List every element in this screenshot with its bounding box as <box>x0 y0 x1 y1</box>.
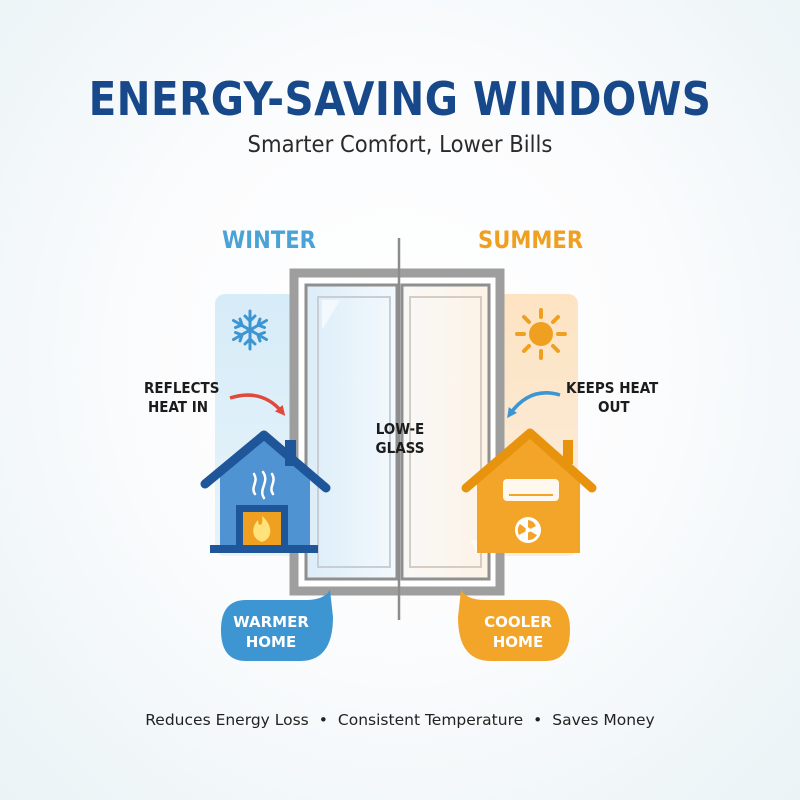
page-title: ENERGY-SAVING WINDOWS <box>88 72 712 126</box>
benefit-saves-money: Saves Money <box>552 711 655 729</box>
benefit-consistent-temperature: Consistent Temperature <box>337 711 524 729</box>
low-e-glass-line2: GLASS <box>375 439 425 457</box>
cooler-home-line2: HOME <box>492 633 544 651</box>
reflects-heat-in-line1: REFLECTS <box>144 379 220 397</box>
footer-separator: • <box>318 711 328 729</box>
cooler-home-bubble <box>458 590 570 661</box>
reflect-heat-arrow <box>229 393 286 416</box>
keeps-heat-out-label: KEEPS HEAT OUT <box>566 379 658 417</box>
low-e-window <box>289 268 505 596</box>
warmer-home-bubble <box>221 590 333 661</box>
reflects-heat-in-line2: HEAT IN <box>148 398 209 416</box>
snowflake-icon <box>232 309 268 351</box>
winter-heading: WINTER <box>222 226 316 254</box>
low-e-glass-label: LOW-E GLASS <box>370 420 430 458</box>
cooler-home-label: COOLER HOME <box>469 612 567 652</box>
keep-heat-out-arrow <box>507 391 561 419</box>
keeps-heat-out-line2: OUT <box>598 398 630 416</box>
house-air-conditioner-icon <box>461 428 597 553</box>
reflects-heat-in-label: REFLECTS HEAT IN <box>144 379 219 417</box>
low-e-glass-line1: LOW-E <box>375 420 425 438</box>
warmer-home-line1: WARMER <box>233 613 309 631</box>
page-subtitle: Smarter Comfort, Lower Bills <box>247 132 553 158</box>
benefits-footer: Reduces Energy Loss • Consistent Temperatu… <box>0 711 800 729</box>
benefit-reduces-energy-loss: Reduces Energy Loss <box>145 711 309 729</box>
sun-icon <box>515 308 567 360</box>
footer-separator: • <box>533 711 543 729</box>
summer-heading: SUMMER <box>478 226 584 254</box>
keeps-heat-out-line1: KEEPS HEAT <box>566 379 659 397</box>
cooler-home-line1: COOLER <box>484 613 552 631</box>
house-fireplace-icon <box>200 430 331 553</box>
warmer-home-line2: HOME <box>245 633 297 651</box>
warmer-home-label: WARMER HOME <box>222 612 320 652</box>
